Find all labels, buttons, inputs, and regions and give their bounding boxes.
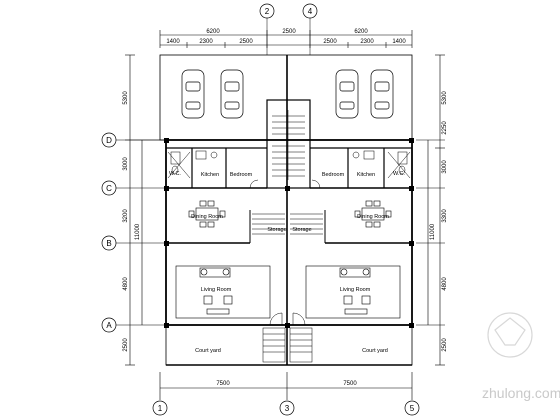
dim-right-4: 3300 [442,209,448,223]
room-label-living-right: Living Room [340,287,371,293]
building-walls [159,54,413,366]
dim-top-inner-3: 2500 [239,39,253,45]
dim-right-5: 4800 [442,277,448,291]
axis-label-B: B [106,239,111,248]
axis-bubble-bottom-3: 3 [279,400,295,416]
dim-left-2: 3000 [123,157,129,171]
dim-right-2: 2250 [442,121,448,135]
dim-left-4: 4800 [123,277,129,291]
wc-fixtures [167,151,411,179]
room-label-bedroom-right: Bedroom [322,172,345,178]
door-icon [249,179,321,326]
room-label-wc-right: W.C. [393,171,405,177]
dim-right-6: 2500 [442,338,448,352]
axis-label-4: 4 [308,7,313,16]
axis-label-2: 2 [265,7,270,16]
axis-label-D: D [106,136,112,145]
axis-label-C: C [106,184,112,193]
dim-left-total: 11000 [135,223,141,240]
stair-icon [272,110,305,180]
room-label-dining-right: Dining Room [357,214,389,220]
axis-bubble-left-B: B [101,235,125,251]
dim-left-1: 5300 [123,91,129,105]
watermark-text: zhulong.com [482,385,560,401]
axis-bubble-top-2: 2 [259,3,275,55]
dim-top-outer-1: 6200 [206,29,220,35]
axis-bubble-bottom-5: 5 [404,400,420,416]
axis-bubble-left-D: D [101,132,166,148]
dim-top-inner-5: 2300 [360,39,374,45]
room-label-kitchen-left: Kitchen [201,172,219,178]
car-icon [220,69,244,119]
room-label-bedroom-left: Bedroom [230,172,253,178]
axis-label-A: A [106,321,112,330]
watermark-logo [487,312,533,358]
axis-label-5: 5 [410,404,415,413]
dining-table-icon [188,200,226,228]
stair-icon [252,213,323,235]
stair-icon [262,327,313,363]
axis-label-1: 1 [158,404,163,413]
bottom-dimensions [159,372,413,400]
axis-bubble-top-4: 4 [302,3,318,55]
axis-label-3: 3 [285,404,290,413]
car-icon [181,69,205,119]
dim-top-inner-4: 2500 [323,39,337,45]
room-label-court-left: Court yard [195,348,221,354]
dim-right-total: 11000 [430,223,436,240]
dim-right-3: 3000 [442,160,448,174]
room-label-dining-left: Dining Room [191,214,223,220]
car-icon [335,69,359,119]
dim-bottom-1: 7500 [216,381,230,387]
dim-top-outer-2: 2500 [282,29,296,35]
axis-bubble-left-C: C [101,180,125,196]
dim-right-1: 5300 [442,91,448,105]
dim-top-inner-1: 1400 [166,39,180,45]
right-dimensions [416,54,445,366]
dim-top-outer-3: 6200 [354,29,368,35]
dim-left-3: 3200 [123,209,129,223]
kitchen-fixtures [195,150,375,160]
dining-table-icon [354,200,392,228]
room-label-storage-right: Storage [292,227,311,233]
room-label-storage-left: Storage [267,227,286,233]
room-label-wc-left: W.C. [169,171,181,177]
dim-bottom-2: 7500 [343,381,357,387]
axis-bubble-bottom-1: 1 [152,400,168,416]
car-icon [370,69,394,119]
axis-bubble-left-A: A [101,317,125,333]
room-label-court-right: Court yard [362,348,388,354]
room-label-living-left: Living Room [201,287,232,293]
living-rug-icon [305,265,401,319]
living-rug-icon [175,265,271,319]
columns [164,138,414,328]
dim-top-inner-6: 1400 [392,39,406,45]
dim-left-5: 2500 [123,338,129,352]
dim-top-inner-2: 2300 [199,39,213,45]
room-label-kitchen-right: Kitchen [357,172,375,178]
